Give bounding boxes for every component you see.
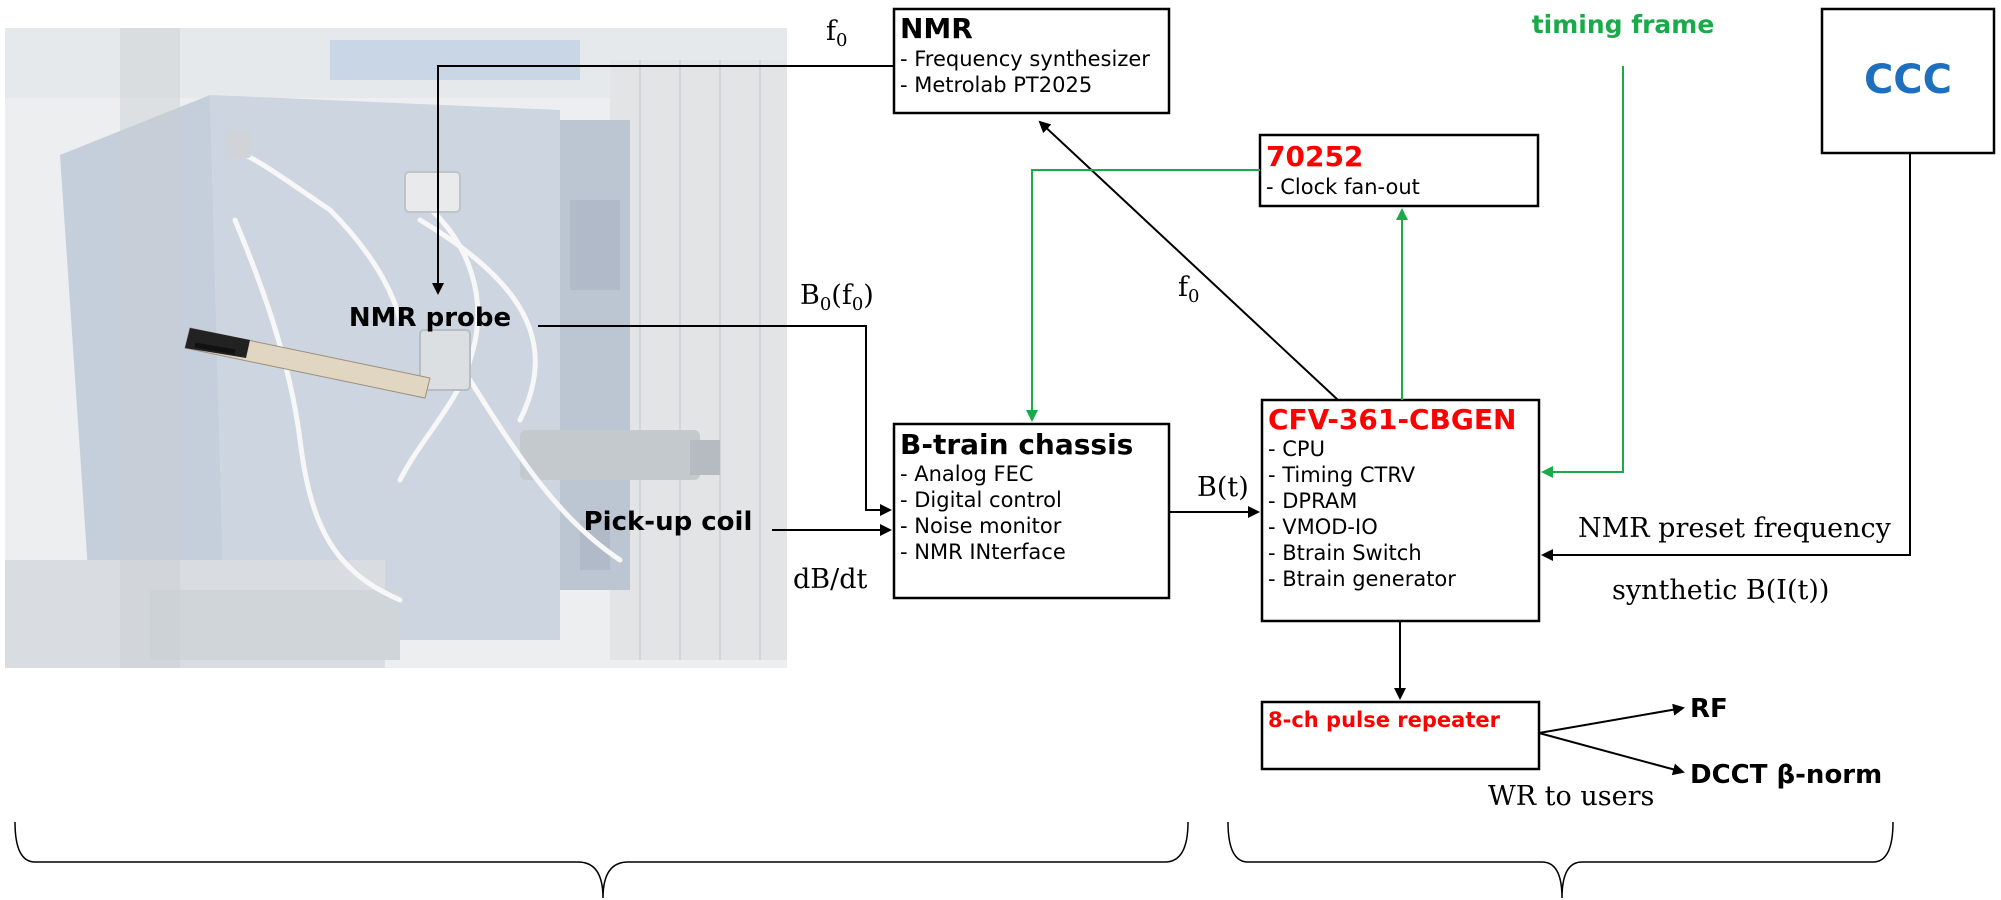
bt-label: B(t) — [1197, 472, 1249, 503]
synthetic-b-label: synthetic B(I(t)) — [1612, 575, 1829, 606]
clock-box-title: 70252 — [1266, 140, 1363, 173]
clock-item-1: - Clock fan-out — [1266, 175, 1420, 199]
dcct-label: DCCT β-norm — [1690, 760, 1882, 790]
cfv-item-4: - VMOD-IO — [1268, 515, 1378, 539]
btrain-chassis-title: B-train chassis — [900, 428, 1133, 461]
cfv-item-2: - Timing CTRV — [1268, 463, 1416, 487]
nmr-item-2: - Metrolab PT2025 — [900, 73, 1092, 97]
cfv-item-1: - CPU — [1268, 437, 1325, 461]
pulse-to-rf-line — [1539, 708, 1683, 733]
timing-frame-line — [1543, 66, 1623, 472]
dbdt-label: dB/dt — [793, 564, 868, 595]
btrain-item-3: - Noise monitor — [900, 514, 1062, 538]
cfv-box-title: CFV-361-CBGEN — [1268, 403, 1516, 436]
btrain-item-1: - Analog FEC — [900, 462, 1034, 486]
nmr-box-title: NMR — [900, 12, 973, 45]
cfv-item-6: - Btrain generator — [1268, 567, 1456, 591]
right-brace — [1228, 822, 1893, 898]
pulse-to-dcct-line — [1539, 733, 1683, 772]
timing-frame-label: timing frame — [1532, 10, 1715, 39]
b0-f0-label: B0(f0) — [800, 280, 874, 315]
nmr-item-1: - Frequency synthesizer — [900, 47, 1150, 71]
btrain-item-4: - NMR INterface — [900, 540, 1066, 564]
f0-mid-label: f0 — [1178, 272, 1199, 307]
magnet-photo — [5, 28, 787, 668]
left-brace — [15, 822, 1188, 898]
rf-label: RF — [1690, 694, 1728, 724]
pulse-repeater-title: 8-ch pulse repeater — [1268, 708, 1501, 732]
nmr-probe-label: NMR probe — [349, 303, 511, 333]
ccc-to-cfv-line — [1543, 153, 1910, 555]
btrain-item-2: - Digital control — [900, 488, 1062, 512]
ccc-box-title: CCC — [1864, 57, 1952, 103]
f0-top-label: f0 — [826, 16, 847, 51]
cfv-item-5: - Btrain Switch — [1268, 541, 1422, 565]
wr-users-label: WR to users — [1488, 781, 1654, 812]
pickup-coil-label: Pick-up coil — [584, 507, 753, 537]
nmr-preset-label: NMR preset frequency — [1578, 513, 1892, 544]
cfv-item-3: - DPRAM — [1268, 489, 1357, 513]
